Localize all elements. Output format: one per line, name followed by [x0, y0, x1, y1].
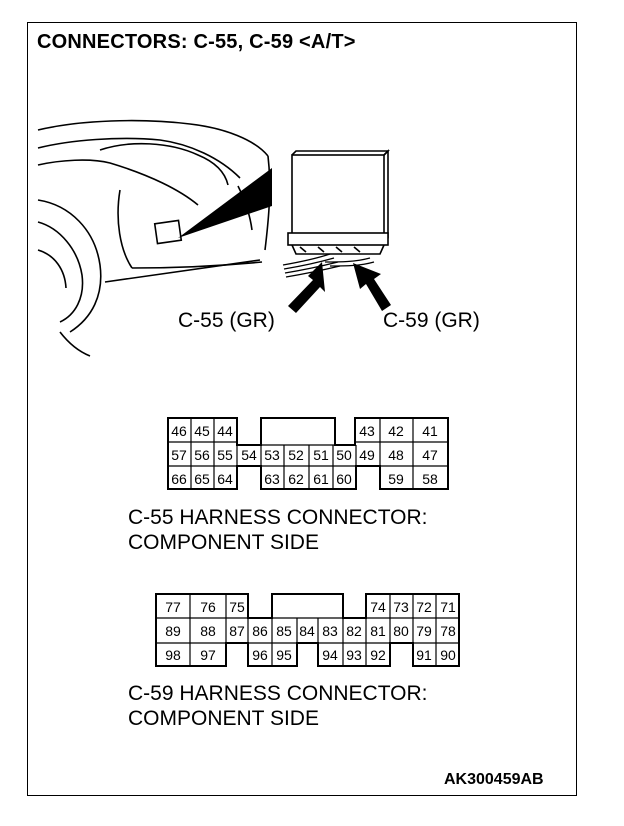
c55-pin-57: 57	[171, 447, 187, 463]
c55-pin-42: 42	[388, 423, 404, 439]
c59-pin-79: 79	[416, 623, 432, 639]
c59-pin-81: 81	[370, 623, 386, 639]
c55-pin-48: 48	[388, 447, 404, 463]
c55-pin-51: 51	[313, 447, 329, 463]
c55-pin-56: 56	[194, 447, 210, 463]
c59-pin-76: 76	[200, 599, 216, 615]
c55-connector-label: C-55 (GR)	[178, 309, 275, 332]
c55-pin-50: 50	[336, 447, 352, 463]
arrow-c55	[288, 262, 325, 313]
c59-pin-86: 86	[252, 623, 268, 639]
arrow-c59	[353, 263, 391, 311]
c59-pin-95: 95	[276, 647, 292, 663]
c59-pin-84: 84	[299, 623, 315, 639]
c59-pin-77: 77	[165, 599, 181, 615]
c59-pin-91: 91	[416, 647, 432, 663]
c55-pin-46: 46	[171, 423, 187, 439]
c59-pin-96: 96	[252, 647, 268, 663]
c55-pin-61: 61	[313, 471, 329, 487]
c59-grid-lines	[156, 594, 459, 666]
c55-pin-44: 44	[217, 423, 233, 439]
c59-pin-71: 71	[440, 599, 456, 615]
c59-pin-72: 72	[416, 599, 432, 615]
c59-pin-78: 78	[440, 623, 456, 639]
figure-frame	[27, 22, 577, 796]
c59-pin-88: 88	[200, 623, 216, 639]
figure-code: AK300459AB	[444, 771, 544, 788]
c55-grid-lines	[168, 418, 448, 489]
c59-pin-97: 97	[200, 647, 216, 663]
c59-caption: C-59 HARNESS CONNECTOR: COMPONENT SIDE	[128, 681, 428, 731]
c55-pin-58: 58	[422, 471, 438, 487]
c55-pin-41: 41	[422, 423, 438, 439]
c55-pin-60: 60	[336, 471, 352, 487]
c55-pin-43: 43	[359, 423, 375, 439]
c55-pin-49: 49	[359, 447, 375, 463]
c55-pin-54: 54	[241, 447, 257, 463]
dashboard-illustration	[37, 119, 271, 357]
c59-pin-82: 82	[346, 623, 362, 639]
c55-connector-outline	[167, 417, 449, 490]
c59-pin-93: 93	[346, 647, 362, 663]
c55-pin-52: 52	[288, 447, 304, 463]
c55-pin-65: 65	[194, 471, 210, 487]
c59-pin-80: 80	[393, 623, 409, 639]
c59-pin-94: 94	[322, 647, 338, 663]
c59-pin-89: 89	[165, 623, 181, 639]
c59-caption-line1: C-59 HARNESS CONNECTOR:	[128, 682, 428, 705]
c55-pin-66: 66	[171, 471, 187, 487]
c55-pin-47: 47	[422, 447, 438, 463]
ecu-illustration	[287, 149, 390, 255]
c55-pin-63: 63	[264, 471, 280, 487]
c59-pin-73: 73	[393, 599, 409, 615]
c59-pin-87: 87	[229, 623, 245, 639]
c59-pin-92: 92	[370, 647, 386, 663]
c55-caption-line1: C-55 HARNESS CONNECTOR:	[128, 506, 428, 529]
c59-pin-74: 74	[370, 599, 386, 615]
c59-connector-label: C-59 (GR)	[383, 309, 480, 332]
c55-pin-45: 45	[194, 423, 210, 439]
c59-pin-90: 90	[440, 647, 456, 663]
c55-pin-64: 64	[217, 471, 233, 487]
c59-pin-98: 98	[165, 647, 181, 663]
c55-caption: C-55 HARNESS CONNECTOR: COMPONENT SIDE	[128, 505, 428, 555]
figure-title: CONNECTORS: C-55, C-59 <A/T>	[37, 31, 356, 53]
c55-caption-line2: COMPONENT SIDE	[128, 531, 319, 554]
c55-pin-62: 62	[288, 471, 304, 487]
c59-pin-85: 85	[276, 623, 292, 639]
c55-pin-59: 59	[388, 471, 404, 487]
c55-pin-55: 55	[217, 447, 233, 463]
c59-caption-line2: COMPONENT SIDE	[128, 707, 319, 730]
location-pointer	[178, 168, 272, 238]
c59-pin-83: 83	[322, 623, 338, 639]
c55-pin-53: 53	[264, 447, 280, 463]
c59-pin-75: 75	[229, 599, 245, 615]
